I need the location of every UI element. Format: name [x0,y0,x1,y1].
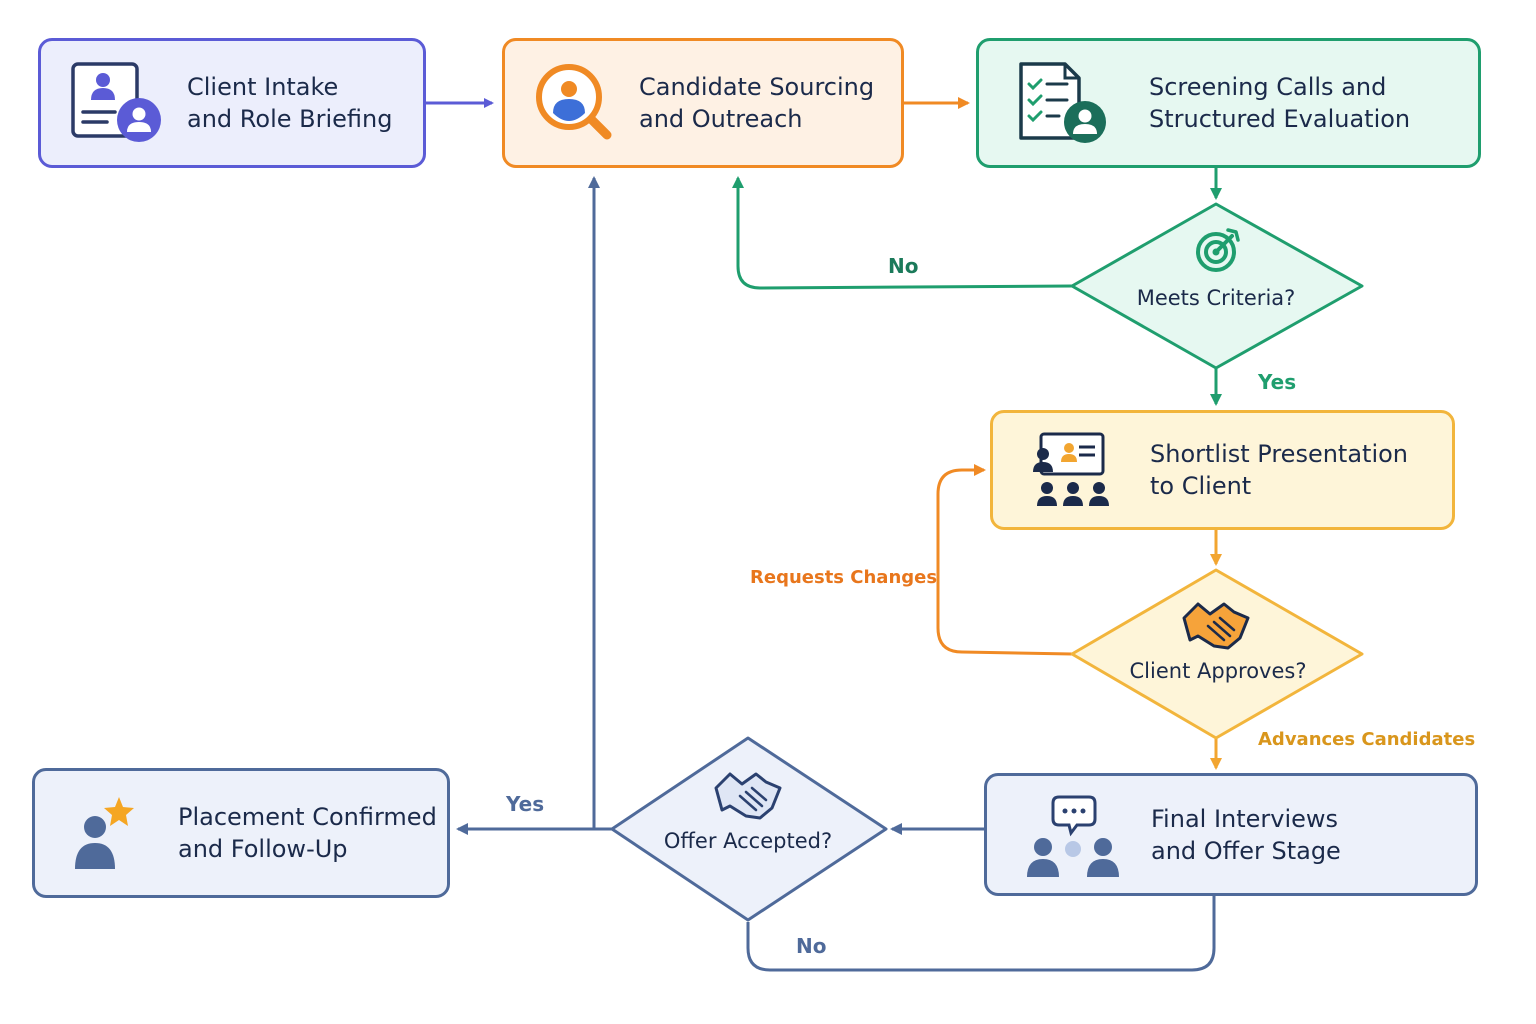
step-label: Screening Calls and Structured Evaluatio… [1149,73,1411,133]
step-candidate-sourcing: Candidate Sourcing and Outreach [502,38,904,168]
edge-offer-no [746,896,1216,972]
star-person-icon [75,797,134,869]
target-icon [1196,228,1240,272]
step-final-interviews: Final Interviews and Offer Stage [984,773,1478,896]
decision-offer-accepted [610,736,888,922]
step-label: Client Intake and Role Briefing [187,73,393,133]
decision-label: Meets Criteria? [1136,286,1296,310]
edge-criteria-no [732,176,1073,290]
presentation-icon [1033,432,1109,506]
handshake-icon [714,772,782,820]
step-label: Final Interviews and Offer Stage [1151,804,1341,865]
edge-label-offer-yes: Yes [506,792,545,816]
client-profile-icon [71,62,161,142]
edge-label-requests-changes: Requests Changes [750,567,938,588]
candidate-search-icon [536,64,612,140]
checklist-evaluation-icon [1019,62,1106,143]
step-screening: Screening Calls and Structured Evaluatio… [976,38,1481,168]
edge-label-criteria-yes: Yes [1258,370,1297,394]
edge-label-advances-candidates: Advances Candidates [1258,729,1476,750]
edge-label-offer-no: No [796,934,827,958]
interview-discussion-icon [1027,795,1119,877]
decision-label: Offer Accepted? [663,829,833,853]
step-shortlist-presentation: Shortlist Presentation to Client [990,410,1455,530]
step-label: Shortlist Presentation to Client [1150,440,1409,500]
edge-label-criteria-no: No [888,254,919,278]
step-placement-confirmed: Placement Confirmed and Follow-Up [32,768,450,898]
step-client-intake: Client Intake and Role Briefing [38,38,426,168]
decision-client-approves [1070,568,1364,740]
step-label: Candidate Sourcing and Outreach [639,73,875,133]
edge-requests-changes [936,464,1073,656]
step-label: Placement Confirmed and Follow-Up [178,803,437,863]
handshake-icon [1182,602,1250,650]
decision-label: Client Approves? [1129,659,1307,683]
decision-meets-criteria [1070,202,1364,370]
